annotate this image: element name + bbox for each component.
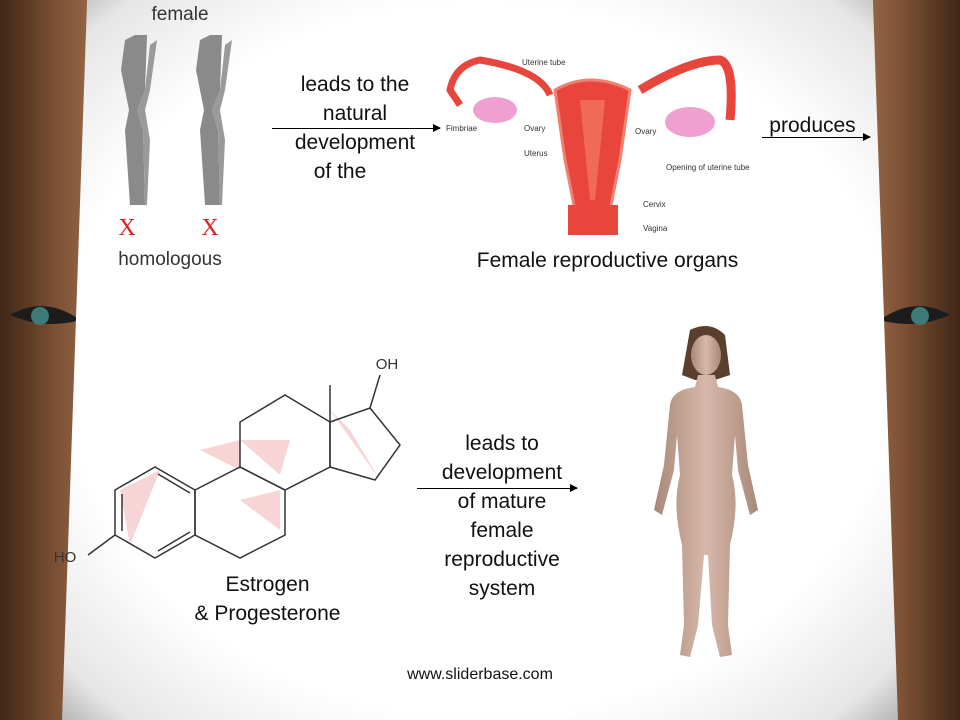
label-cervix: Cervix xyxy=(643,200,666,209)
oh-label: OH xyxy=(375,356,399,373)
chromosome-title: female xyxy=(151,4,209,25)
arrow1-line: development xyxy=(294,131,416,154)
x-label-1: X xyxy=(118,215,136,241)
x-label-2: X xyxy=(201,215,219,241)
arrow2-text: leads to development of mature female re… xyxy=(417,429,587,603)
chromosome-caption: homologous xyxy=(118,249,222,270)
female-reproductive-organs-image xyxy=(446,55,736,235)
right-eye-icon xyxy=(880,306,950,325)
label-uterine-tube: Uterine tube xyxy=(522,58,566,67)
arrow2-line: system xyxy=(468,577,536,600)
hormone-caption: Estrogen & Progesterone xyxy=(170,570,365,628)
arrow2-line: leads to xyxy=(465,432,539,455)
female-body-image xyxy=(654,326,758,657)
left-eye-icon xyxy=(10,306,80,325)
produces-text: produces xyxy=(769,114,856,137)
hormone-caption-line2: & Progesterone xyxy=(194,602,341,625)
arrow2-line: of mature xyxy=(457,490,547,513)
arrow1-line: natural xyxy=(322,102,388,125)
label-uterus: Uterus xyxy=(524,149,548,158)
arrow1-line: of the xyxy=(313,160,367,183)
arrow2-line: female xyxy=(470,519,534,542)
arrow-right-icon xyxy=(762,133,871,141)
arrow2-line: reproductive xyxy=(444,548,560,571)
arrow1-text: leads to the natural development of the xyxy=(270,70,440,186)
x-chromosomes-image xyxy=(121,35,232,205)
slide xyxy=(62,0,898,720)
hormone-caption-line1: Estrogen xyxy=(225,573,310,596)
label-ovary-right: Ovary xyxy=(635,127,657,136)
arrow-right-icon xyxy=(417,484,578,492)
label-ovary-left: Ovary xyxy=(524,124,546,133)
footer-link[interactable]: www.sliderbase.com xyxy=(407,666,553,683)
ho-label: HO xyxy=(53,549,77,566)
organs-caption: Female reproductive organs xyxy=(476,249,739,272)
label-vagina: Vagina xyxy=(643,224,668,233)
label-fimbriae: Fimbriae xyxy=(446,124,478,133)
label-opening: Opening of uterine tube xyxy=(666,163,750,172)
arrow2-line: development xyxy=(441,461,563,484)
arrow1-line: leads to the xyxy=(300,73,410,96)
arrow-right-icon xyxy=(272,124,441,132)
estrogen-molecule-image xyxy=(87,374,401,559)
